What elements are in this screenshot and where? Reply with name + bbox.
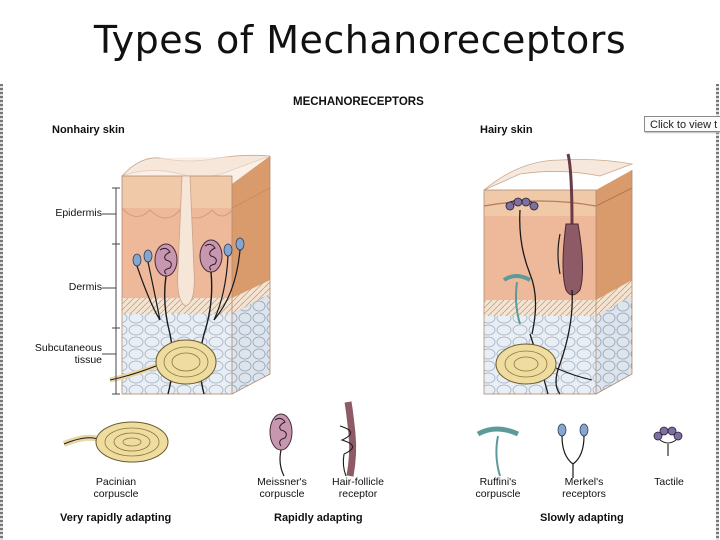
hair-follicle-caption-line1: Hair-follicle xyxy=(332,476,384,488)
tactile-receptor-icon xyxy=(653,426,683,456)
tactile-receptor-caption: Tactile xyxy=(636,476,702,488)
meissner-corpuscle-caption: Meissner's corpuscle xyxy=(242,476,322,500)
slide-frame-left xyxy=(0,84,3,540)
hairy-skin-label: Hairy skin xyxy=(480,124,533,136)
hair-follicle-receptor-icon xyxy=(339,401,357,477)
rapidly-adapting-label: Rapidly adapting xyxy=(274,512,363,524)
click-to-view-tooltip[interactable]: Click to view t xyxy=(644,116,720,132)
merkel-caption-line2: receptors xyxy=(562,488,606,500)
ruffini-caption-line2: corpuscle xyxy=(475,488,521,500)
hairy-skin-block xyxy=(483,153,634,395)
meissner-caption-line1: Meissner's xyxy=(257,476,307,488)
meissner-caption-line2: corpuscle xyxy=(259,488,305,500)
tactile-caption-line1: Tactile xyxy=(654,476,684,488)
figure-heading: MECHANORECEPTORS xyxy=(293,96,424,108)
ruffini-corpuscle-caption: Ruffini's corpuscle xyxy=(458,476,538,500)
pacinian-caption-line2: corpuscle xyxy=(93,488,139,500)
slowly-adapting-label: Slowly adapting xyxy=(540,512,624,524)
subcutaneous-label-line2: tissue xyxy=(74,354,102,366)
very-rapidly-adapting-label: Very rapidly adapting xyxy=(60,512,172,524)
ruffini-corpuscle-icon xyxy=(476,426,520,477)
merkel-caption-line1: Merkel's xyxy=(564,476,604,488)
dermis-label: Dermis xyxy=(68,281,102,293)
meissner-corpuscle-icon xyxy=(269,413,293,477)
subcutaneous-tissue-label: Subcutaneous tissue xyxy=(20,342,102,366)
figure-illustration xyxy=(62,153,683,478)
merkel-receptors-caption: Merkel's receptors xyxy=(544,476,624,500)
ruffini-caption-line1: Ruffini's xyxy=(479,476,517,488)
pacinian-corpuscle-icon xyxy=(62,421,169,463)
nonhairy-skin-label: Nonhairy skin xyxy=(52,124,125,136)
slide-title: Types of Mechanoreceptors xyxy=(93,18,627,62)
layer-brackets xyxy=(102,187,120,395)
pacinian-caption-line1: Pacinian xyxy=(95,476,137,488)
slide-frame-right xyxy=(716,84,719,540)
pacinian-corpuscle-caption: Pacinian corpuscle xyxy=(70,476,162,500)
nonhairy-skin-block xyxy=(109,154,271,395)
hair-follicle-caption-line2: receptor xyxy=(338,488,378,500)
merkel-receptors-icon xyxy=(557,423,589,478)
hair-follicle-receptor-caption: Hair-follicle receptor xyxy=(318,476,398,500)
epidermis-label: Epidermis xyxy=(55,207,102,219)
mechanoreceptor-figure: MECHANORECEPTORS Nonhairy skin Hairy ski… xyxy=(0,84,720,540)
subcutaneous-label-line1: Subcutaneous xyxy=(34,342,102,354)
